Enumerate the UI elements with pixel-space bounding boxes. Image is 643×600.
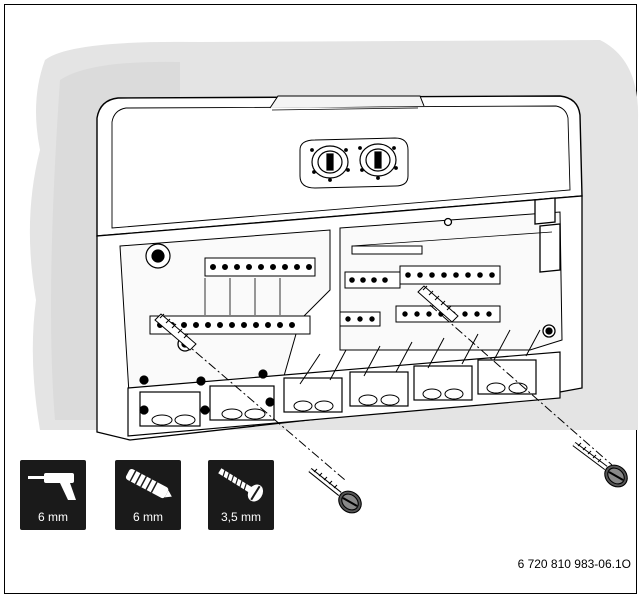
screw-icon — [218, 468, 264, 502]
wall-plug-left — [154, 313, 197, 351]
code-switch-right — [358, 143, 398, 180]
code-switch-left — [310, 145, 350, 182]
tool-box-screw: 3,5 mm — [208, 460, 274, 530]
tool-box-wall-plug: 6 mm — [115, 460, 181, 530]
wall-plug-right — [417, 285, 459, 323]
wall-plug-icon — [125, 468, 172, 499]
figure-code: 6 720 810 983-06.1O — [517, 557, 631, 571]
terminal-strip-left — [149, 257, 316, 335]
wall-plug-size-label: 6 mm — [133, 510, 163, 524]
mounting-axis-lines — [169, 304, 613, 481]
screw-right — [572, 442, 628, 488]
fuse-holder — [145, 243, 171, 269]
strain-relief-row — [127, 329, 561, 437]
drill-size-label: 6 mm — [38, 510, 68, 524]
screw-left — [308, 468, 362, 514]
tool-box-drill: 6 mm — [20, 460, 86, 530]
screw-size-label: 3,5 mm — [220, 510, 261, 524]
drill-icon — [28, 473, 76, 500]
